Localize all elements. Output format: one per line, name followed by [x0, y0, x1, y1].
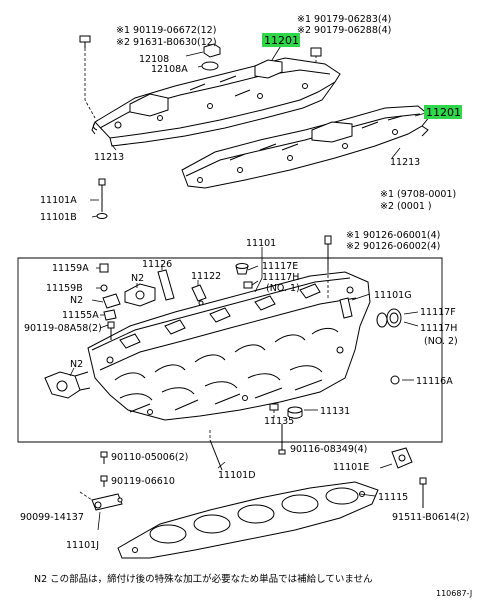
label-stud-11101g: 11101G: [374, 290, 412, 301]
label-grommet-12108a: 12108A: [151, 64, 188, 75]
label-grommet-12108: 12108: [139, 54, 169, 65]
label-plug-11117e: 11117E: [262, 261, 298, 272]
figure-reference: 110687-J: [436, 589, 472, 598]
label-n2-c: N2: [70, 359, 83, 370]
bolt-90110: [100, 451, 108, 464]
label-cover-11201-right[interactable]: 11201: [426, 106, 461, 119]
label-stud-note1: ※1 90126-06001(4): [346, 230, 440, 241]
plug-11159b: [96, 284, 108, 292]
highlight-11201-right: [424, 105, 462, 119]
bolt-11101d: [209, 430, 226, 471]
label-bolt-90119-06610: 90119-06610: [111, 476, 175, 487]
label-bolt-11101d: 11101D: [218, 470, 256, 481]
plug-11117h-1: [243, 280, 259, 289]
label-sensor-90099: 90099-14137: [20, 512, 84, 523]
cam-sensor-n2-c: [44, 367, 91, 399]
grommet-12108: [185, 43, 221, 71]
plug-11135: [269, 403, 279, 420]
cover-nut: [310, 47, 322, 57]
label-part-11101e: 11101E: [333, 462, 369, 473]
label-plug-11159a: 11159A: [52, 263, 89, 274]
guide-11126: [157, 264, 175, 301]
label-plug-11116a: 11116A: [416, 376, 453, 387]
label-cover-11201-left[interactable]: 11201: [264, 34, 299, 47]
label-no2: (NO. 2): [424, 336, 458, 347]
sensor-11101j: [79, 491, 123, 531]
label-nut-note1: ※1 90179-06283(4): [297, 14, 391, 25]
label-gasket-11213-left: 11213: [94, 152, 124, 163]
guide-11122: [191, 280, 207, 306]
plug-11117f: [376, 308, 419, 328]
label-plug-11131: 11131: [320, 406, 350, 417]
label-bolt-90116: 90116-08349(4): [290, 444, 367, 455]
plug-11117e: [235, 263, 259, 275]
cylinder-head-cover-right: [181, 105, 431, 189]
cylinder-head-frame: [17, 257, 443, 443]
label-bolt-91511: 91511-B0614(2): [392, 512, 469, 523]
label-nut-note2: ※2 90179-06288(4): [297, 25, 391, 36]
head-bolt-11101a: [90, 178, 108, 219]
label-no1: (NO. 1): [266, 283, 300, 294]
part-11101e: [379, 447, 413, 469]
label-gasket-11213-right: 11213: [390, 157, 420, 168]
head-gasket-11115: [117, 481, 379, 559]
label-plug-11135: 11135: [264, 416, 294, 427]
label-sensor-11101j: 11101J: [66, 540, 99, 551]
label-plug-11117f: 11117F: [420, 307, 456, 318]
label-bolt-90119-08a58: 90119-08A58(2): [24, 323, 102, 334]
cam-bracket-n2-b: [91, 293, 121, 309]
label-plug-11117h-2: 11117H: [420, 323, 457, 334]
cover-bolt: [79, 35, 91, 48]
label-bolt-11101a: 11101A: [40, 195, 77, 206]
cylinder-head-cover-left: [94, 57, 341, 147]
label-gasket-11115: 11115: [378, 492, 408, 503]
label-washer-11101b: 11101B: [40, 212, 77, 223]
plug-11159a: [96, 263, 109, 273]
cylinder-head: [87, 271, 371, 421]
label-stud-note2: ※2 90126-06002(4): [346, 241, 440, 252]
highlight-11201-left: [262, 33, 300, 47]
stud-11101g: [339, 293, 371, 319]
label-head-11101: 11101: [246, 238, 276, 249]
label-plug-11117h: 11117H: [262, 272, 299, 283]
cover-gasket-left: [91, 119, 99, 135]
label-bolt-90110: 90110-05006(2): [111, 452, 188, 463]
label-n2-a: N2: [131, 273, 144, 284]
cam-bracket-n2-a: [124, 283, 156, 307]
plug-11116a: [390, 375, 414, 385]
label-plug-11155a: 11155A: [62, 310, 99, 321]
label-date-note2: ※2 (0001 ): [380, 201, 432, 212]
label-n2-b: N2: [70, 295, 83, 306]
stud-bolt: [324, 235, 332, 300]
bolt-90119-06610: [100, 475, 108, 487]
plug-11131: [287, 406, 318, 419]
bolt-91511: [419, 477, 427, 508]
label-cover-bolt-note1: ※1 90119-06672(12): [116, 25, 216, 36]
label-cover-bolt-note2: ※2 91631-B0630(12): [116, 37, 217, 48]
label-guide-11122: 11122: [191, 271, 221, 282]
label-date-note1: ※1 (9708-0001): [380, 189, 456, 200]
label-plug-11159b: 11159B: [46, 283, 83, 294]
bolt-90116: [278, 424, 286, 455]
label-guide-11126: 11126: [142, 259, 172, 270]
footnote-n2: N2 この部品は，締付け後の特殊な加工が必要なため単品では補給していません: [34, 573, 373, 585]
plug-11155a: [100, 309, 117, 321]
bolt-90119-08a58: [99, 321, 115, 340]
